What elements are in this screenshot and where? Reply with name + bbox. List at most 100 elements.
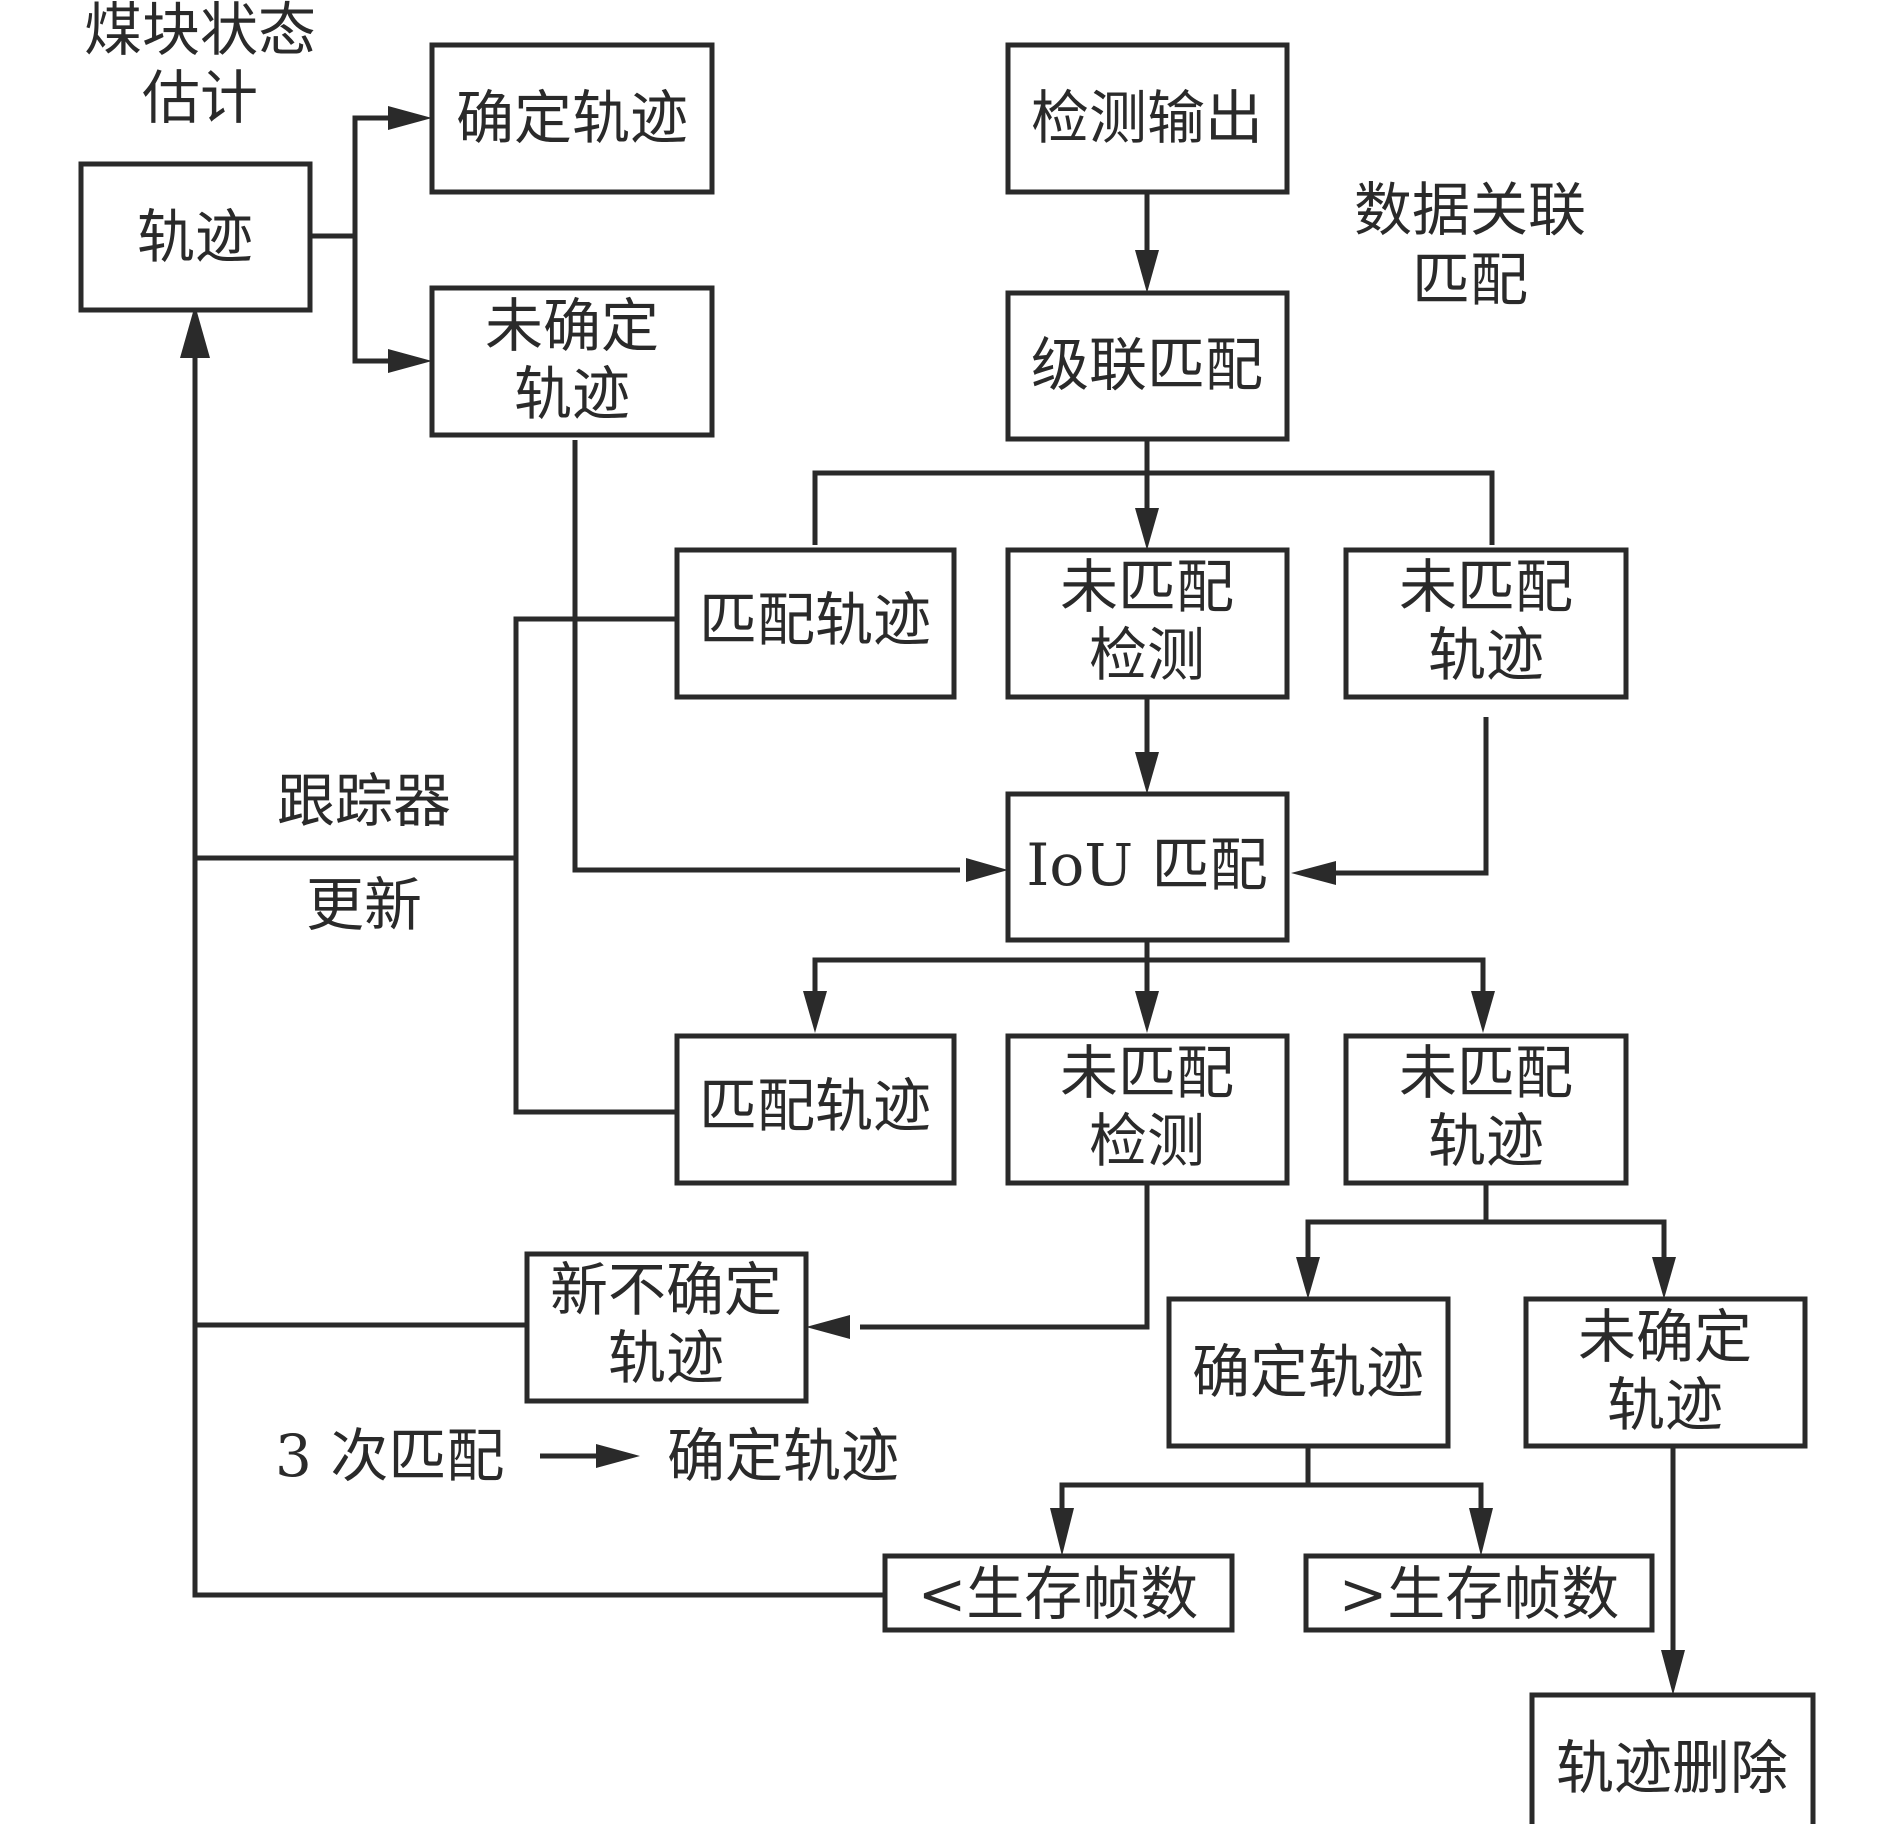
arrowhead <box>180 305 210 358</box>
svg-text:轨迹: 轨迹 <box>514 360 630 428</box>
box-detection-output: 检测输出 <box>1005 42 1290 195</box>
box-unmatched-track-2-line-2: 轨迹 <box>1428 1107 1544 1175</box>
connectors <box>192 115 1676 1655</box>
svg-text:IoU 匹配: IoU 匹配 <box>1026 831 1267 899</box>
svg-text:匹配轨迹: 匹配轨迹 <box>699 1072 931 1140</box>
box-cascade-match: 级联匹配 <box>1005 290 1290 442</box>
svg-text:未匹配: 未匹配 <box>1060 1039 1234 1107</box>
svg-text:>生存帧数: >生存帧数 <box>1339 1560 1620 1628</box>
box-new-unconfirmed-track: 新不确定 轨迹 <box>524 1251 809 1404</box>
arrowhead <box>1135 752 1159 794</box>
connector-det2-new <box>860 1183 1150 1330</box>
label-state-estimation-line-2: 估计 <box>142 64 258 132</box>
box-unmatched-track-1: 未匹配 轨迹 <box>1343 547 1629 700</box>
connector-tracker-update <box>192 358 885 1598</box>
arrowhead <box>1471 991 1495 1033</box>
svg-text:确定轨迹: 确定轨迹 <box>456 84 688 152</box>
arrowhead <box>806 1315 850 1339</box>
svg-text:检测输出: 检测输出 <box>1031 84 1263 152</box>
svg-text:轨迹: 轨迹 <box>1607 1371 1723 1439</box>
box-unmatched-detection-2-line-1: 未匹配 <box>1060 1039 1234 1107</box>
box-greater-than-survival-frames: >生存帧数 <box>1303 1553 1655 1633</box>
svg-text:更新: 更新 <box>306 871 422 939</box>
svg-text:数据关联: 数据关联 <box>1354 176 1586 244</box>
box-unmatched-detection-1: 未匹配 检测 <box>1005 547 1290 700</box>
box-confirmed-track-top: 确定轨迹 <box>429 42 715 195</box>
box-unconfirmed-track-top-line-2: 轨迹 <box>514 360 630 428</box>
arrowhead <box>803 991 827 1033</box>
arrowhead <box>1661 1650 1685 1695</box>
arrowhead <box>1652 1257 1676 1299</box>
box-track-deletion-line-1: 轨迹删除 <box>1556 1734 1788 1802</box>
svg-text:跟踪器: 跟踪器 <box>277 767 451 835</box>
arrowhead <box>388 349 432 373</box>
box-iou-match-line-1: IoU 匹配 <box>1026 831 1267 899</box>
svg-text:匹配轨迹: 匹配轨迹 <box>699 586 931 654</box>
box-unconfirmed-track-bottom: 未确定 轨迹 <box>1523 1296 1808 1449</box>
box-confirmed-track-bottom-line-1: 确定轨迹 <box>1192 1338 1424 1406</box>
svg-text:确定轨迹: 确定轨迹 <box>1192 1338 1424 1406</box>
arrowhead <box>1135 250 1159 293</box>
label-tracker-update-line-2: 更新 <box>306 871 422 939</box>
svg-text:轨迹删除: 轨迹删除 <box>1556 1734 1788 1802</box>
svg-text:轨迹: 轨迹 <box>137 203 253 271</box>
arrowhead <box>1296 1257 1320 1299</box>
connector-track1-iou <box>1336 717 1489 876</box>
legend-confirmed-track: 确定轨迹 <box>667 1422 899 1490</box>
connector-track2-split <box>1305 1183 1667 1266</box>
arrowhead <box>1135 508 1159 550</box>
legend-arrowhead <box>596 1444 640 1468</box>
connector-cascade-split <box>812 438 1495 545</box>
box-unmatched-track-2: 未匹配 轨迹 <box>1343 1033 1629 1186</box>
svg-text:轨迹: 轨迹 <box>1428 621 1544 689</box>
svg-text:<生存帧数: <生存帧数 <box>918 1560 1199 1628</box>
svg-text:检测: 检测 <box>1089 1107 1205 1175</box>
box-confirmed-track-bottom: 确定轨迹 <box>1166 1296 1451 1449</box>
box-new-unconfirmed-track-line-2: 轨迹 <box>608 1324 724 1392</box>
box-matched-track-1-line-1: 匹配轨迹 <box>699 586 931 654</box>
box-unmatched-detection-1-line-1: 未匹配 <box>1060 553 1234 621</box>
box-unmatched-detection-2: 未匹配 检测 <box>1005 1033 1290 1186</box>
svg-text:估计: 估计 <box>142 64 258 132</box>
box-greater-than-survival-frames-line-1: >生存帧数 <box>1339 1560 1620 1628</box>
svg-text:未匹配: 未匹配 <box>1060 553 1234 621</box>
label-data-association-line-1: 数据关联 <box>1354 176 1586 244</box>
box-new-unconfirmed-track-line-1: 新不确定 <box>550 1256 782 1324</box>
svg-text:3 次匹配: 3 次匹配 <box>275 1422 504 1490</box>
arrowhead <box>388 106 432 130</box>
box-unmatched-detection-1-line-2: 检测 <box>1089 621 1205 689</box>
svg-text:匹配: 匹配 <box>1412 246 1528 314</box>
box-unmatched-detection-2-line-2: 检测 <box>1089 1107 1205 1175</box>
svg-text:级联匹配: 级联匹配 <box>1031 331 1263 399</box>
svg-text:煤块状态: 煤块状态 <box>84 0 316 64</box>
svg-text:未确定: 未确定 <box>1578 1303 1752 1371</box>
arrowhead <box>1291 861 1336 885</box>
svg-text:未匹配: 未匹配 <box>1399 1039 1573 1107</box>
arrowhead <box>966 858 1008 882</box>
svg-text:轨迹: 轨迹 <box>608 1324 724 1392</box>
box-track-line-1: 轨迹 <box>137 203 253 271</box>
arrowhead <box>1135 991 1159 1033</box>
label-state-estimation-line-1: 煤块状态 <box>84 0 316 64</box>
box-less-than-survival-frames-line-1: <生存帧数 <box>918 1560 1199 1628</box>
label-tracker-update-line-1: 跟踪器 <box>277 767 451 835</box>
arrowheads <box>180 106 1685 1695</box>
box-less-than-survival-frames: <生存帧数 <box>882 1553 1235 1633</box>
box-unmatched-track-1-line-1: 未匹配 <box>1399 553 1573 621</box>
box-matched-track-2: 匹配轨迹 <box>674 1033 957 1186</box>
box-track-deletion: 轨迹删除 <box>1529 1692 1816 1824</box>
box-cascade-match-line-1: 级联匹配 <box>1031 331 1263 399</box>
box-unmatched-track-2-line-1: 未匹配 <box>1399 1039 1573 1107</box>
box-confirmed-track-top-line-1: 确定轨迹 <box>456 84 688 152</box>
svg-text:未确定: 未确定 <box>485 292 659 360</box>
svg-text:确定轨迹: 确定轨迹 <box>667 1422 899 1490</box>
box-matched-track-2-line-1: 匹配轨迹 <box>699 1072 931 1140</box>
connector-track-split <box>310 115 400 364</box>
box-unconfirmed-track-bottom-line-1: 未确定 <box>1578 1303 1752 1371</box>
box-unmatched-track-1-line-2: 轨迹 <box>1428 621 1544 689</box>
box-unconfirmed-track-bottom-line-2: 轨迹 <box>1607 1371 1723 1439</box>
arrowhead <box>1050 1508 1074 1556</box>
connector-confirmed-split <box>1059 1446 1484 1512</box>
box-matched-track-1: 匹配轨迹 <box>674 547 957 700</box>
